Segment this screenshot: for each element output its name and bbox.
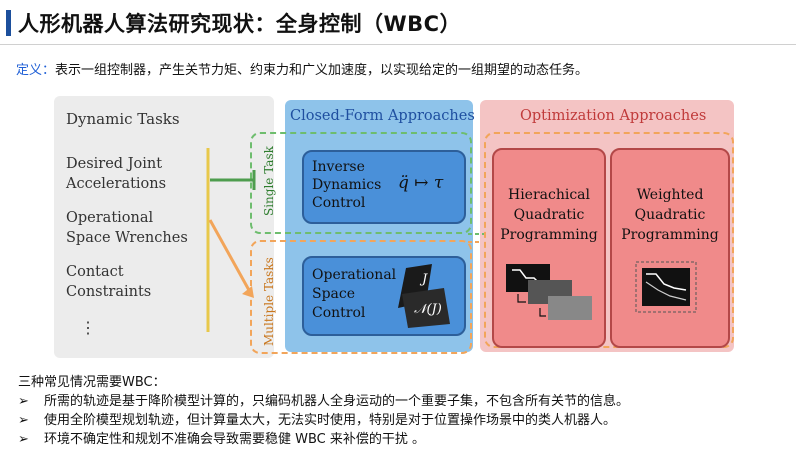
- hierarchical-plot-icon: [506, 264, 592, 320]
- nullspace-label: 𝒩(J): [414, 302, 442, 317]
- inverse-dynamics-line1: Inverse: [312, 159, 365, 175]
- bullet-arrow-icon: ➢: [18, 394, 29, 409]
- inverse-dynamics-line3: Control: [312, 195, 366, 211]
- bullet-text: 环境不确定性和规划不准确会导致需要稳健 WBC 来补偿的干扰 。: [44, 432, 426, 447]
- hierarchical-line2: Quadratic: [513, 207, 585, 223]
- bullet-item: ➢ 环境不确定性和规划不准确会导致需要稳健 WBC 来补偿的干扰 。: [18, 430, 629, 449]
- weighted-line3: Programming: [621, 227, 719, 243]
- bullet-item: ➢ 使用全阶模型规划轨迹，但计算量太大，无法实时使用，特别是对于位置操作场景中的类…: [18, 411, 629, 430]
- weighted-line1: Weighted: [636, 187, 704, 203]
- title-divider: [0, 44, 796, 45]
- bullet-section: 三种常见情况需要WBC： ➢ 所需的轨迹是基于降阶模型计算的，只编码机器人全身运动…: [18, 373, 629, 449]
- bullets-intro: 三种常见情况需要WBC：: [18, 375, 166, 390]
- hierarchical-line1: Hierachical: [507, 187, 590, 203]
- task-joint-accel: Desired Joint Accelerations: [66, 154, 166, 194]
- optimization-title: Optimization Approaches: [520, 108, 707, 124]
- bullet-arrow-icon: ➢: [18, 413, 29, 428]
- title-accent-bar: [6, 10, 11, 36]
- operational-space-line3: Control: [312, 305, 366, 321]
- multiple-tasks-group: [250, 240, 472, 354]
- title-bar: 人形机器人算法研究现状：全身控制（WBC）: [0, 0, 796, 46]
- weighted-line2: Quadratic: [634, 207, 706, 223]
- closed-form-title: Closed-Form Approaches: [290, 108, 475, 124]
- task-joint-accel-line1: Desired Joint: [66, 156, 163, 172]
- task-contact-line2: Constraints: [66, 284, 152, 300]
- bullet-arrow-icon: ➢: [18, 432, 29, 447]
- operational-space-line2: Space: [312, 286, 356, 302]
- jacobian-label: J: [422, 272, 428, 287]
- task-op-wrenches-line1: Operational: [66, 210, 154, 226]
- nullspace-projection-icon: [398, 264, 450, 328]
- task-contact-line1: Contact: [66, 264, 124, 280]
- page-title: 人形机器人算法研究现状：全身控制（WBC）: [18, 12, 462, 36]
- inverse-dynamics-line2: Dynamics: [312, 177, 382, 193]
- definition-text: 表示一组控制器，产生关节力矩、约束力和广义加速度，以实现给定的一组期望的动态任务…: [55, 63, 589, 78]
- task-op-wrenches: Operational Space Wrenches: [66, 208, 188, 248]
- inverse-dynamics-box: Inverse Dynamics Control q̈ ↦ τ: [302, 150, 466, 224]
- weighted-plot-icon: [635, 261, 697, 313]
- definition-label: 定义：: [16, 63, 56, 78]
- dynamic-tasks-title: Dynamic Tasks: [66, 110, 180, 128]
- operational-space-box: Operational Space Control J 𝒩(J): [302, 256, 466, 336]
- task-ellipsis: ⋮: [80, 318, 96, 337]
- operational-space-line1: Operational: [312, 267, 397, 283]
- definition: 定义：表示一组控制器，产生关节力矩、约束力和广义加速度，以实现给定的一组期望的动…: [16, 59, 588, 78]
- hierarchical-line3: Programming: [500, 227, 598, 243]
- task-joint-accel-line2: Accelerations: [66, 176, 167, 192]
- multiple-tasks-label: Multiple Tasks: [262, 257, 276, 346]
- hierarchical-qp-box: Hierachical Quadratic Programming: [492, 148, 606, 348]
- dynamic-tasks-panel: [54, 96, 274, 358]
- weighted-qp-box: Weighted Quadratic Programming: [610, 148, 730, 348]
- inverse-dynamics-formula: q̈ ↦ τ: [398, 173, 444, 193]
- task-contact-constraints: Contact Constraints: [66, 262, 151, 302]
- bullet-text: 所需的轨迹是基于降阶模型计算的，只编码机器人全身运动的一个重要子集，不包含所有关…: [44, 394, 630, 409]
- single-task-label: Single Task: [262, 146, 276, 216]
- optimization-group: [484, 132, 734, 348]
- bullet-text: 使用全阶模型规划轨迹，但计算量太大，无法实时使用，特别是对于位置操作场景中的类人…: [44, 413, 617, 428]
- task-op-wrenches-line2: Space Wrenches: [66, 230, 188, 246]
- bullet-item: ➢ 所需的轨迹是基于降阶模型计算的，只编码机器人全身运动的一个重要子集，不包含所有…: [18, 392, 629, 411]
- single-task-group: [250, 132, 472, 234]
- wbc-diagram: Dynamic Tasks Closed-Form Approaches Opt…: [54, 96, 738, 358]
